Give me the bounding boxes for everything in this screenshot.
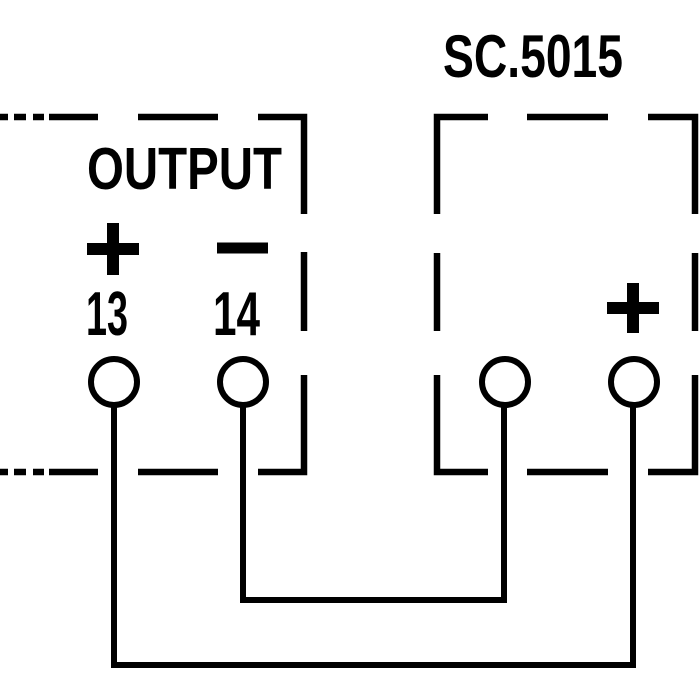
sc5015-device: SC.5015: [433, 23, 699, 476]
terminal-13-number: 13: [86, 280, 128, 349]
wire-13-to-sc5015-plus: [111, 406, 636, 668]
wires: [111, 406, 636, 668]
terminal-13-plus-icon: [87, 223, 139, 275]
sc5015-model-label: SC.5015: [443, 23, 623, 90]
terminal-14-number: 14: [213, 280, 260, 349]
sc5015-plus-icon: [607, 283, 659, 333]
output-label: OUTPUT: [87, 136, 282, 202]
output-device: OUTPUT 13 14: [0, 113, 308, 476]
wire-14-to-sc5015-left: [240, 406, 507, 603]
sc5015-dashed-outline: [433, 113, 699, 476]
output-device-dashed-outline: [0, 113, 308, 476]
terminal-13-connector: [88, 356, 140, 408]
terminal-14-connector: [217, 356, 269, 408]
sc5015-left-connector: [479, 356, 531, 408]
sc5015-plus-connector: [608, 356, 660, 408]
